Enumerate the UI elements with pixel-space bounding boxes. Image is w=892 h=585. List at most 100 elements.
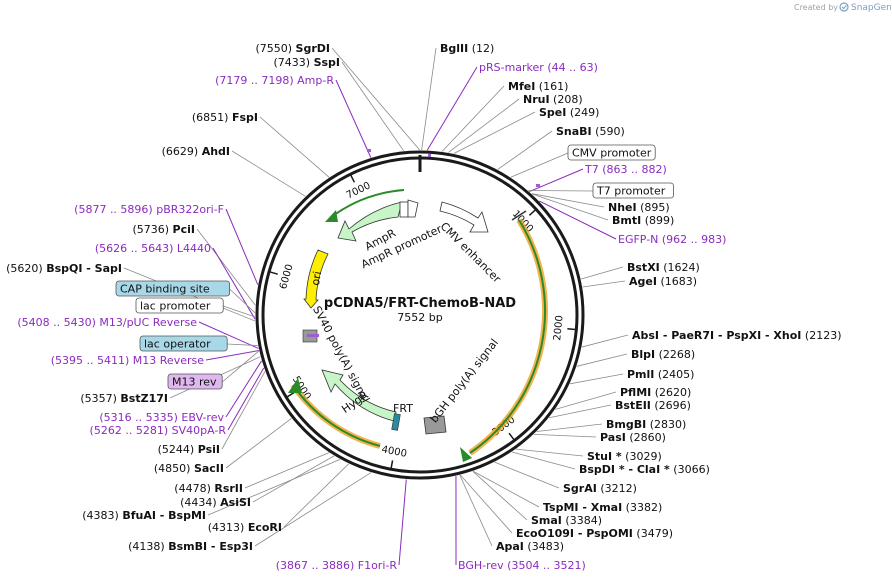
primer-label[interactable]: (7179 .. 7198) Amp-R bbox=[215, 74, 334, 87]
restriction-site-label[interactable]: (6851) FspI bbox=[192, 111, 258, 124]
feature-label-box[interactable] bbox=[139, 335, 228, 352]
primer-label[interactable]: (3867 .. 3886) F1ori-R bbox=[276, 559, 398, 572]
restriction-site-label[interactable]: (5244) PsiI bbox=[158, 443, 220, 456]
restriction-site-label[interactable]: (4138) BsmBI - Esp3I bbox=[128, 540, 253, 553]
site-coord: (2696) bbox=[651, 399, 691, 412]
restriction-site-label[interactable]: AbsI - PaeR7I - PspXI - XhoI (2123) bbox=[632, 329, 841, 342]
restriction-site-label[interactable]: (5620) BspQI - SapI bbox=[6, 262, 122, 275]
restriction-site-label[interactable]: ApaI (3483) bbox=[496, 540, 564, 553]
restriction-site-label[interactable]: BmtI (899) bbox=[612, 214, 674, 227]
site-leader-line bbox=[531, 193, 605, 208]
site-leader-line bbox=[259, 116, 330, 178]
primer-label[interactable]: T7 (863 .. 882) bbox=[584, 163, 667, 176]
primer-name: L4440 bbox=[177, 242, 211, 255]
box-leader-line bbox=[227, 343, 258, 346]
site-coord: (12) bbox=[468, 42, 494, 55]
restriction-site-label[interactable]: BglII (12) bbox=[440, 42, 494, 55]
ori-feature[interactable] bbox=[303, 249, 329, 309]
restriction-site-label[interactable]: BstXI (1624) bbox=[627, 261, 700, 274]
restriction-site-label[interactable]: NheI (895) bbox=[608, 201, 670, 214]
prs-marker-primer-mark bbox=[428, 154, 431, 157]
site-leader-line bbox=[582, 280, 626, 288]
restriction-site-label[interactable]: MfeI (161) bbox=[508, 80, 568, 93]
primer-label[interactable]: (5626 .. 5643) L4440 bbox=[95, 242, 211, 255]
site-coord: (5357) bbox=[80, 392, 120, 405]
frt-feature[interactable] bbox=[391, 413, 401, 431]
restriction-site-label[interactable]: SnaBI (590) bbox=[556, 125, 625, 138]
restriction-site-label[interactable]: BlpI (2268) bbox=[631, 348, 695, 361]
site-coord: (3384) bbox=[562, 514, 602, 527]
site-name: SacII bbox=[194, 462, 224, 475]
restriction-site-label[interactable]: SmaI (3384) bbox=[531, 514, 602, 527]
restriction-site-label[interactable]: PflMI (2620) bbox=[620, 386, 691, 399]
credit-text: Created by bbox=[794, 3, 838, 12]
site-name: NheI bbox=[608, 201, 637, 214]
feature-label-box[interactable] bbox=[592, 182, 674, 199]
primer-label[interactable]: pRS-marker (44 .. 63) bbox=[479, 61, 598, 74]
restriction-site-label[interactable]: (6629) AhdI bbox=[162, 145, 230, 158]
cmv-enhancer-feature[interactable] bbox=[439, 201, 489, 233]
tick-label: 4000 bbox=[381, 444, 408, 460]
restriction-site-label[interactable]: PmlI (2405) bbox=[627, 368, 694, 381]
site-name: NruI bbox=[523, 93, 550, 106]
site-name: StuI * bbox=[587, 450, 622, 463]
restriction-site-label[interactable]: BstEII (2696) bbox=[615, 399, 691, 412]
restriction-site-label[interactable]: AgeI (1683) bbox=[629, 275, 697, 288]
restriction-site-label[interactable]: (4850) SacII bbox=[154, 462, 224, 475]
restriction-site-label[interactable]: (4434) AsiSI bbox=[180, 496, 251, 509]
tick-label: 2000 bbox=[552, 315, 565, 341]
restriction-site-label[interactable]: (7550) SgrDI bbox=[255, 42, 330, 55]
site-leader-line bbox=[244, 452, 330, 489]
bgh-polya-feature[interactable] bbox=[423, 415, 447, 435]
primer-leader-line bbox=[529, 168, 584, 193]
tick-mark bbox=[508, 432, 515, 441]
primer-coord: (5262 .. 5281) bbox=[90, 424, 172, 437]
restriction-site-label[interactable]: (4313) EcoRI bbox=[208, 521, 282, 534]
primer-label[interactable]: EGFP-N (962 .. 983) bbox=[618, 233, 726, 246]
primer-label[interactable]: BGH-rev (3504 .. 3521) bbox=[458, 559, 586, 572]
site-name: AhdI bbox=[202, 145, 230, 158]
restriction-site-label[interactable]: (5357) BstZ17I bbox=[80, 392, 168, 405]
site-leader-lines bbox=[123, 47, 629, 547]
restriction-site-label[interactable]: PasI (2860) bbox=[600, 431, 666, 444]
site-name: EcoO109I - PspOMI bbox=[516, 527, 633, 540]
restriction-site-label[interactable]: (5736) PciI bbox=[132, 223, 195, 236]
site-coord: (1624) bbox=[660, 261, 700, 274]
primer-label[interactable]: (5316 .. 5335) EBV-rev bbox=[99, 411, 224, 424]
primer-name: BGH-rev bbox=[458, 559, 504, 572]
primer-label[interactable]: (5877 .. 5896) pBR322ori-F bbox=[74, 203, 224, 216]
site-name: BspQI - SapI bbox=[46, 262, 122, 275]
restriction-site-label[interactable]: NruI (208) bbox=[523, 93, 583, 106]
restriction-site-label[interactable]: SpeI (249) bbox=[539, 106, 599, 119]
tick-mark bbox=[269, 271, 278, 275]
site-leader-line bbox=[448, 98, 520, 153]
tick-mark bbox=[390, 460, 394, 469]
primer-label[interactable]: (5408 .. 5430) M13/pUC Reverse bbox=[17, 316, 197, 329]
primer-label[interactable]: (5395 .. 5411) M13 Reverse bbox=[51, 354, 204, 367]
t7-primer-mark bbox=[536, 184, 540, 187]
restriction-site-label[interactable]: SgrAI (3212) bbox=[563, 482, 637, 495]
hygr-feature[interactable] bbox=[321, 369, 397, 422]
primer-coord: (962 .. 983) bbox=[658, 233, 726, 246]
restriction-site-label[interactable]: TspMI - XmaI (3382) bbox=[543, 501, 662, 514]
box-leader-line bbox=[528, 190, 594, 192]
restriction-site-label[interactable]: (4478) RsrII bbox=[174, 482, 243, 495]
feature-label-box[interactable] bbox=[135, 297, 224, 314]
ampr-feature[interactable] bbox=[337, 201, 403, 242]
feature-label-box[interactable] bbox=[567, 144, 656, 161]
feature-label-box[interactable] bbox=[115, 280, 230, 297]
restriction-site-label[interactable]: (7433) SspI bbox=[273, 56, 340, 69]
restriction-site-label[interactable]: (4383) BfuAI - BspMI bbox=[82, 509, 206, 522]
restriction-site-label[interactable]: BmgBI (2830) bbox=[606, 418, 686, 431]
restriction-site-label[interactable]: EcoO109I - PspOMI (3479) bbox=[516, 527, 673, 540]
restriction-site-label[interactable]: BspDI * - ClaI * (3066) bbox=[579, 463, 710, 476]
restriction-site-label[interactable]: StuI * (3029) bbox=[587, 450, 662, 463]
site-leader-line bbox=[421, 47, 437, 151]
site-name: AsiSI bbox=[220, 496, 251, 509]
feature-label-box[interactable] bbox=[167, 373, 223, 390]
primer-label[interactable]: (5262 .. 5281) SV40pA-R bbox=[90, 424, 227, 437]
site-name: ApaI bbox=[496, 540, 524, 553]
site-name: RsrII bbox=[214, 482, 243, 495]
feature-label-text: CAP binding site bbox=[120, 283, 210, 296]
primer-name: M13/pUC Reverse bbox=[99, 316, 197, 329]
